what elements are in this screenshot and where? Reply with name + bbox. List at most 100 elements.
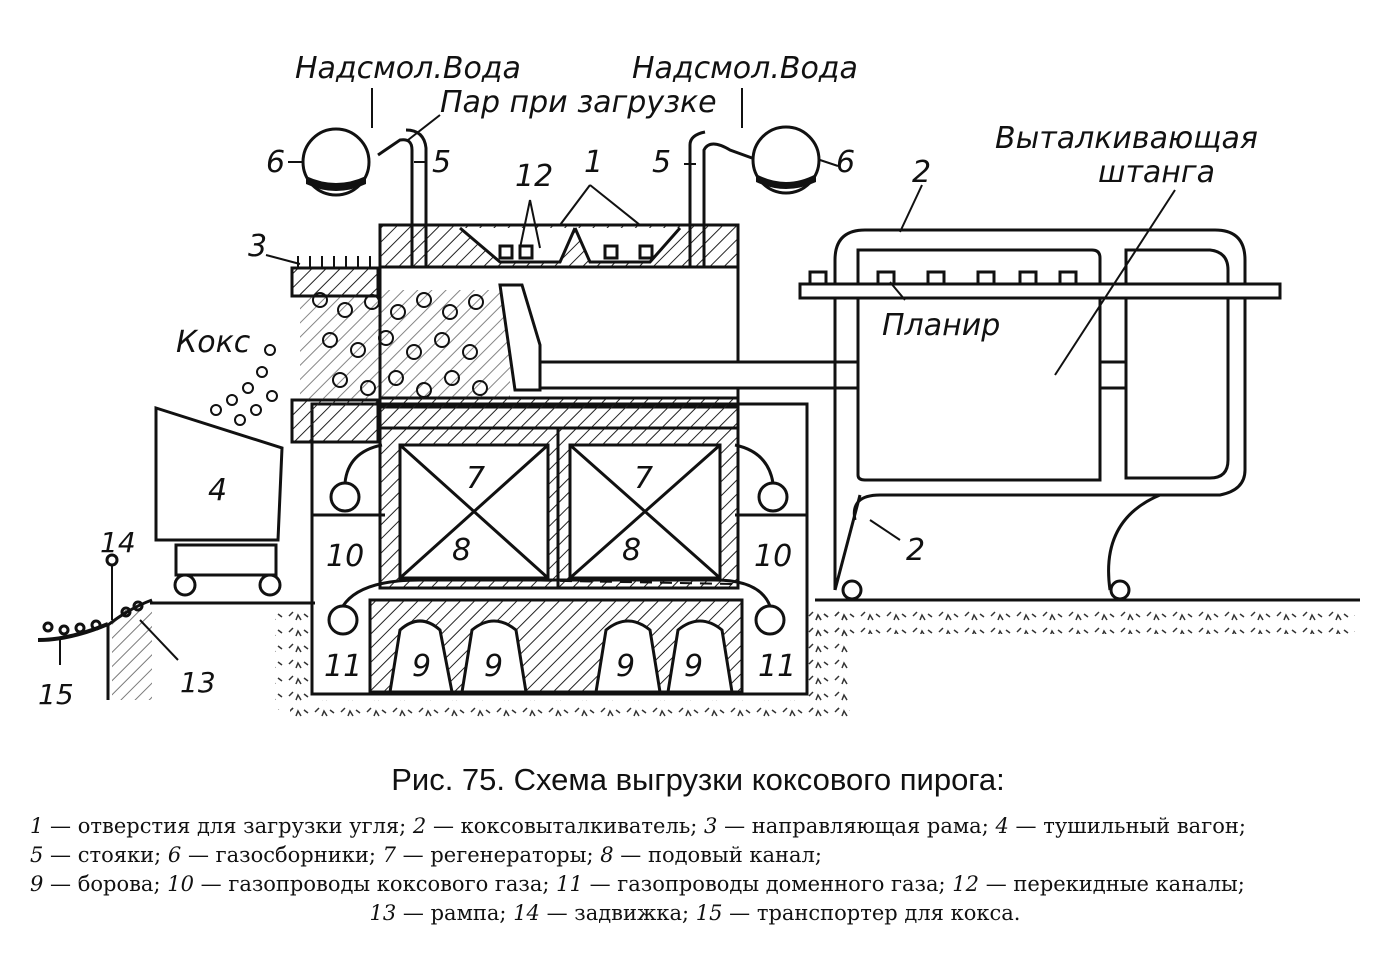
legend-item-text: рампа; [430,901,507,925]
label-14: 14 [100,526,136,559]
legend-item: 15 — транспортер для кокса. [696,901,1021,925]
legend-item-text: газосборники; [215,843,376,867]
label-9-b: 9 [484,649,503,684]
legend-dash: — [396,843,431,867]
label-water-right: Надсмол.Вода [632,51,858,86]
label-9-d: 9 [684,649,703,684]
label-9-c: 9 [616,649,635,684]
legend-item: 5 — стояки; [30,843,161,867]
legend-item: 6 — газосборники; [168,843,376,867]
coke-conveyor [37,600,144,642]
legend-item-text: отверстия для загрузки угля; [77,814,407,838]
label-3: 3 [248,229,267,264]
legend-item-number: 14 [513,901,540,925]
label-8-right: 8 [622,533,641,568]
legend-item-text: задвижка; [574,901,690,925]
legend-item: 11 — газопроводы доменного газа; [556,872,945,896]
label-9-a: 9 [412,649,431,684]
legend-item-number: 4 [995,814,1009,838]
legend-item-text: газопроводы коксового газа; [228,872,550,896]
label-4: 4 [208,473,227,508]
legend-dash: — [979,872,1014,896]
label-leveller: Планир [882,308,1000,343]
legend-item-text: коксовыталкиватель; [460,814,698,838]
label-13: 13 [180,666,216,699]
figure-legend: 1 — отверстия для загрузки угля; 2 — кок… [30,812,1360,928]
label-6-left: 6 [266,145,285,180]
legend-item: 2 — коксовыталкиватель; [413,814,697,838]
label-5-left: 5 [432,145,451,180]
legend-item: 7 — регенераторы; [383,843,594,867]
regenerator-left [378,426,560,590]
legend-dash: — [539,901,575,925]
legend-dash: — [613,843,648,867]
legend-dash: — [1008,814,1044,838]
coke-gas-pipes [329,443,789,513]
legend-dash: — [717,814,752,838]
regenerator-right [556,426,740,590]
legend-item: 9 — борова; [30,872,161,896]
label-7-left: 7 [466,461,485,496]
legend-dash: — [43,872,78,896]
legend-dash: — [43,843,78,867]
ground [150,598,1360,720]
legend-item-text: транспортер для кокса. [756,901,1021,925]
legend-item-text: направляющая рама; [751,814,989,838]
legend-line: 5 — стояки; 6 — газосборники; 7 — регене… [30,841,1360,870]
label-10-right: 10 [754,539,792,574]
legend-item-number: 2 [412,814,427,838]
label-1: 1 [584,145,603,180]
label-pusher-ram-1: Выталкивающая [995,121,1258,156]
leader-lines [59,88,1176,665]
label-12: 12 [515,159,553,194]
legend-item-number: 5 [30,843,44,867]
standpipe-left [377,128,428,268]
legend-item-text: подовый канал; [647,843,822,867]
legend-item-number: 11 [556,872,583,896]
legend-dash: — [193,872,229,896]
legend-item: 1 — отверстия для загрузки угля; [30,814,406,838]
label-6-right: 6 [836,145,855,180]
legend-item-number: 7 [382,843,396,867]
flues [368,598,744,694]
label-11-left: 11 [324,649,362,684]
legend-line: 9 — борова; 10 — газопроводы коксового г… [30,870,1360,899]
legend-item-number: 3 [704,814,718,838]
coke-pusher [798,228,1282,601]
label-coke: Кокс [176,325,251,360]
legend-item-number: 6 [167,843,182,867]
legend-item-text: перекидные каналы; [1013,872,1245,896]
legend-item: 3 — направляющая рама; [704,814,989,838]
legend-item-number: 8 [600,843,614,867]
gas-collector-left [301,127,371,197]
legend-item-number: 10 [167,872,194,896]
quenching-car [154,405,284,597]
legend-item: 10 — газопроводы коксового газа; [167,872,549,896]
charging-holes [459,226,682,264]
legend-item: 8 — подовый канал; [600,843,822,867]
legend-item-text: тушильный вагон; [1043,814,1246,838]
legend-dash: — [181,843,216,867]
legend-item: 13 — рампа; [370,901,507,925]
legend-line: 13 — рампа; 14 — задвижка; 15 — транспор… [30,899,1360,928]
figure-caption: Рис. 75. Схема выгрузки коксового пирога… [391,762,1005,797]
legend-item-text: стояки; [77,843,162,867]
legend-item-text: борова; [77,872,161,896]
legend-dash: — [43,814,78,838]
legend-item: 4 — тушильный вагон; [995,814,1245,838]
legend-item-number: 13 [369,901,397,925]
legend-item-number: 1 [30,814,44,838]
legend-dash: — [722,901,757,925]
label-7-right: 7 [634,461,653,496]
legend-item-number: 9 [30,872,44,896]
coke-cake [210,290,510,426]
gas-collector-right [751,125,821,195]
blast-gas-pipes [327,578,786,636]
label-11-right: 11 [758,649,796,684]
label-pusher-ram-2: штанга [1098,155,1215,190]
legend-dash: — [426,814,461,838]
label-water-left: Надсмол.Вода [295,51,521,86]
legend-item-number: 12 [952,872,980,896]
legend-dash: — [582,872,618,896]
legend-item-number: 15 [695,901,723,925]
